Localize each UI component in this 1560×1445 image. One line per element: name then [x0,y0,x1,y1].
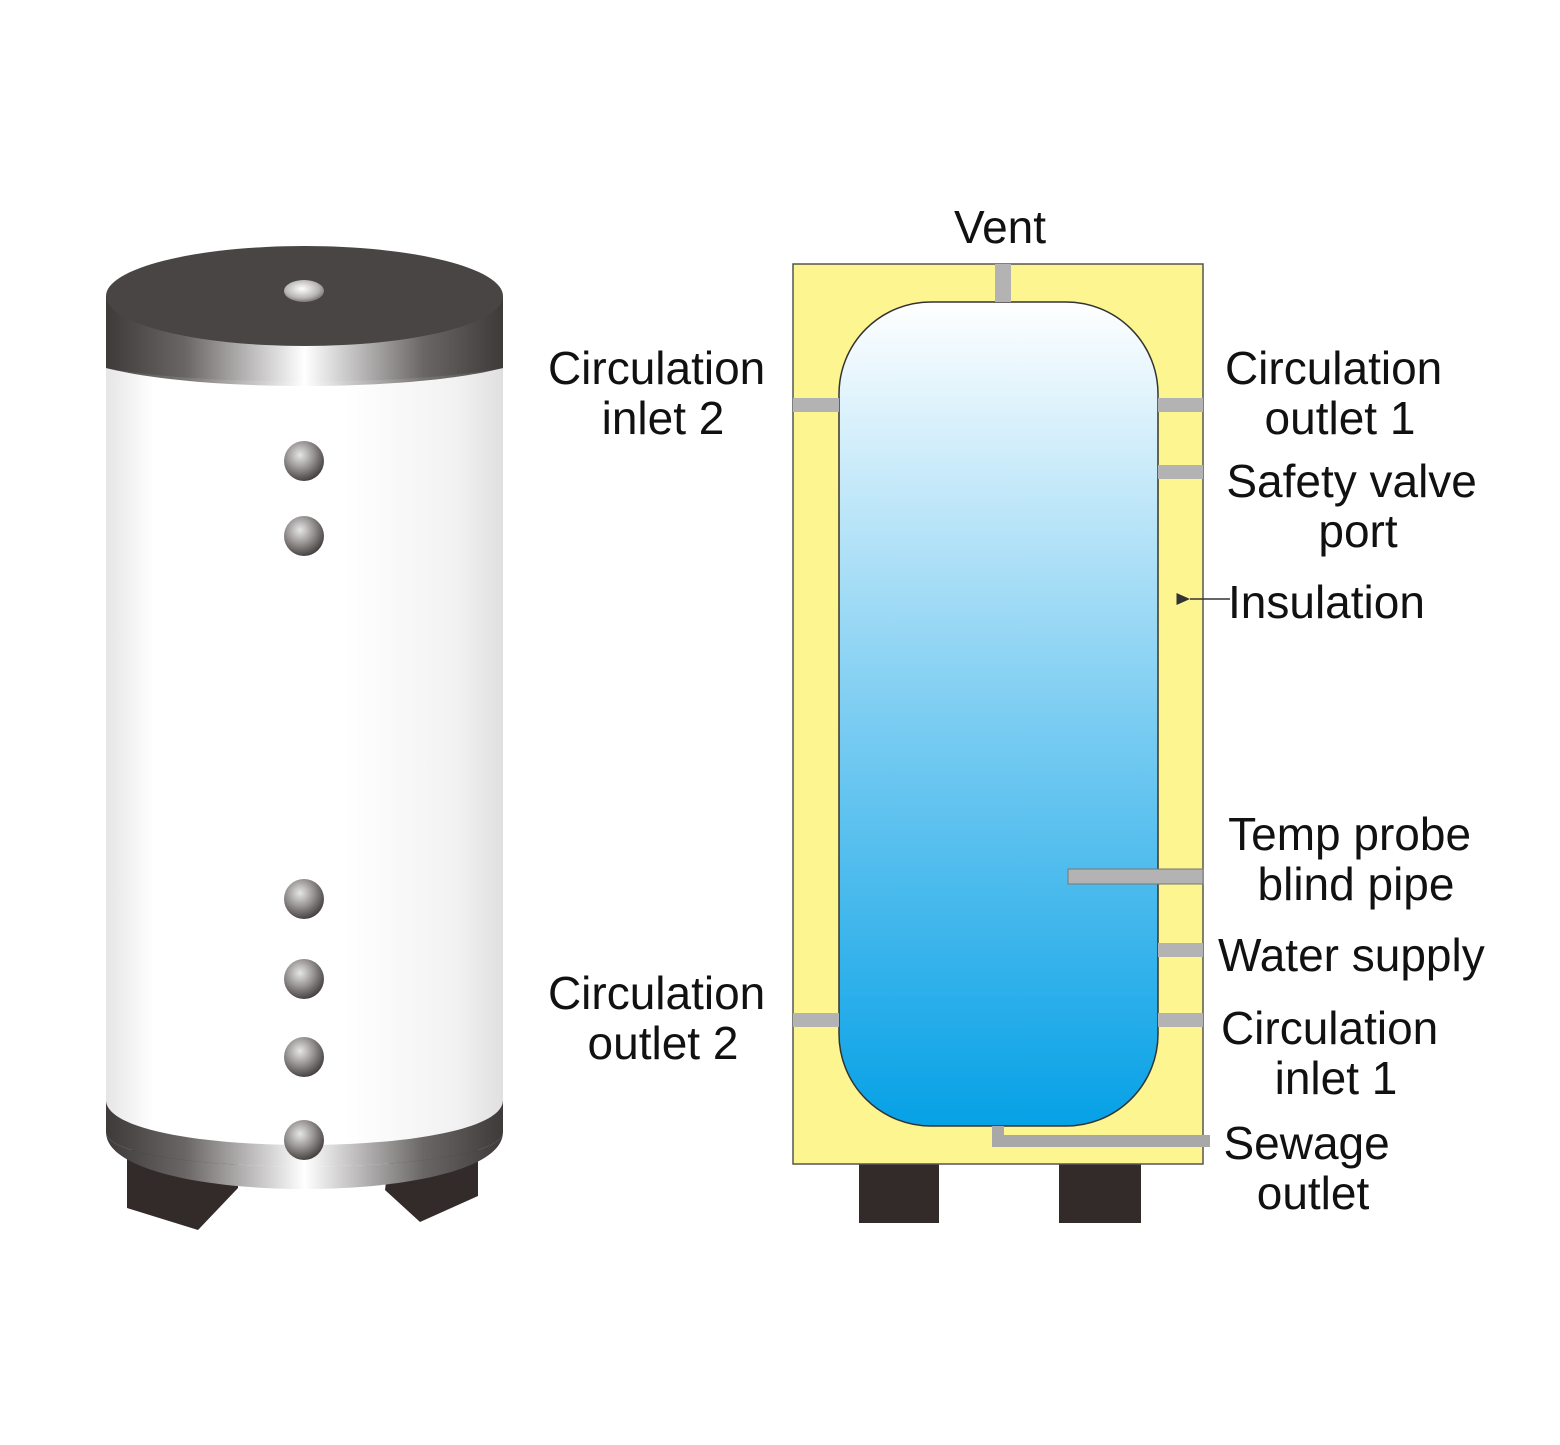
tank-exterior [106,246,503,1230]
label-safety-valve-port: Safety valve port [1226,455,1489,557]
tank-cross-section [792,263,1230,1223]
port-knob-6 [284,1120,324,1160]
port-knob-5 [284,1037,324,1077]
pipes [793,264,1204,1027]
circulation-inlet-2-pipe [793,398,839,412]
label-water-supply: Water supply [1218,929,1485,981]
section-foot-right [1059,1164,1141,1223]
port-knob-4 [284,959,324,999]
vent-knob [284,280,324,302]
port-knobs [284,441,324,1160]
label-circulation-inlet-1: Circulation inlet 1 [1221,1002,1451,1104]
water-vessel [838,301,1159,1127]
label-insulation: Insulation [1228,576,1425,628]
sewage-pipe [992,1126,1210,1147]
port-knob-2 [284,516,324,556]
label-circulation-outlet-1: Circulation outlet 1 [1225,342,1455,444]
label-temp-probe-blind-pipe: Temp probe blind pipe [1228,808,1484,910]
port-knob-3 [284,879,324,919]
label-circulation-outlet-2: Circulation outlet 2 [548,967,778,1069]
label-sewage-outlet: Sewage outlet [1223,1117,1402,1219]
port-knob-1 [284,441,324,481]
section-foot-left [859,1164,939,1223]
tank-body [106,310,503,1145]
tank-top-band-lower-edge [106,340,503,386]
circulation-outlet-1-pipe [1158,398,1203,412]
circulation-outlet-2-pipe [793,1013,839,1027]
circulation-inlet-1-pipe [1158,1013,1203,1027]
tank-bottom-edge [106,1132,503,1189]
water-supply-pipe [1158,943,1203,957]
labels: Vent Circulation inlet 2 Circulation out… [548,201,1489,1219]
label-vent: Vent [954,201,1046,253]
safety-valve-pipe [1158,465,1203,479]
vent-pipe [995,264,1011,302]
label-circulation-inlet-2: Circulation inlet 2 [548,342,778,444]
temp-probe-pipe [1067,868,1204,885]
